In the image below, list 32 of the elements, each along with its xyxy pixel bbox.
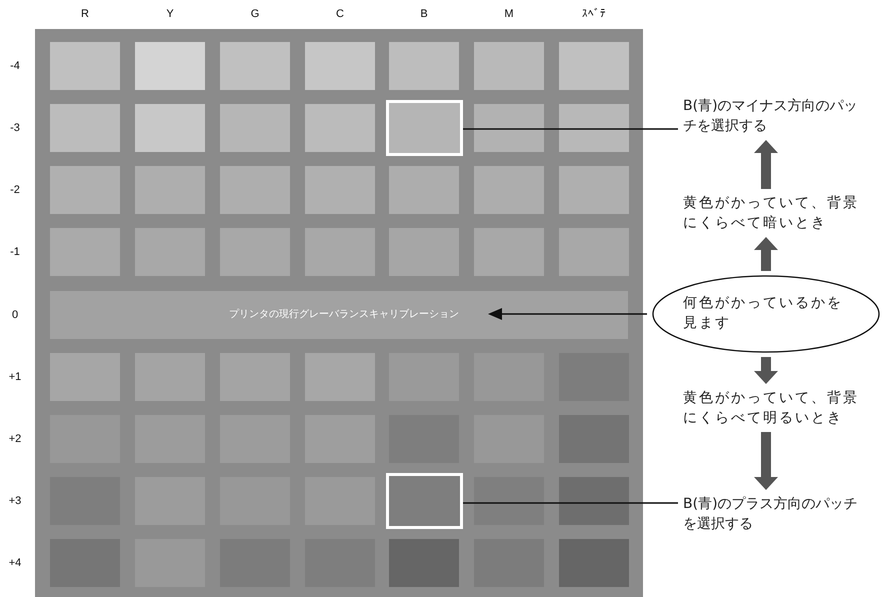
condition-text: 黄色がかっていて、背景にくらべて明るいとき [683, 388, 867, 428]
instruction-text: B(青)のマイナス方向のパッチを選択する [683, 96, 865, 136]
column-label: C [335, 7, 345, 21]
row-label: 0 [10, 308, 20, 322]
column-label: ｽﾍﾞﾃ [581, 7, 607, 21]
arrow [488, 308, 647, 320]
row-label: -1 [9, 245, 21, 259]
condition-text: 黄色がかっていて、背景にくらべて暗いとき [683, 193, 867, 233]
row-label: +3 [8, 494, 22, 508]
block-arrow [754, 432, 778, 490]
selected-patch [386, 473, 463, 529]
block-arrow [754, 357, 778, 384]
band-text: プリンタの現行グレーバランスキャリブレーション [229, 307, 488, 323]
instruction-text: B(青)のプラス方向のパッチを選択する [683, 494, 865, 534]
column-label: R [80, 7, 90, 21]
leader-line [463, 502, 678, 504]
row-label: -2 [9, 183, 21, 197]
block-arrow [754, 140, 778, 189]
row-label: +1 [8, 370, 22, 384]
ellipse-callout [652, 275, 880, 353]
leader-line [463, 128, 678, 130]
callout-text: 何色がかっているかを見ます [683, 294, 844, 333]
block-arrow [754, 237, 778, 271]
column-label: G [250, 7, 260, 21]
row-label: +4 [8, 556, 22, 570]
column-label: Y [165, 7, 175, 21]
selected-patch [386, 100, 463, 156]
row-label: +2 [8, 432, 22, 446]
row-label: -3 [9, 121, 21, 135]
column-label: B [419, 7, 429, 21]
row-label: -4 [9, 59, 21, 73]
column-label: M [503, 7, 515, 21]
